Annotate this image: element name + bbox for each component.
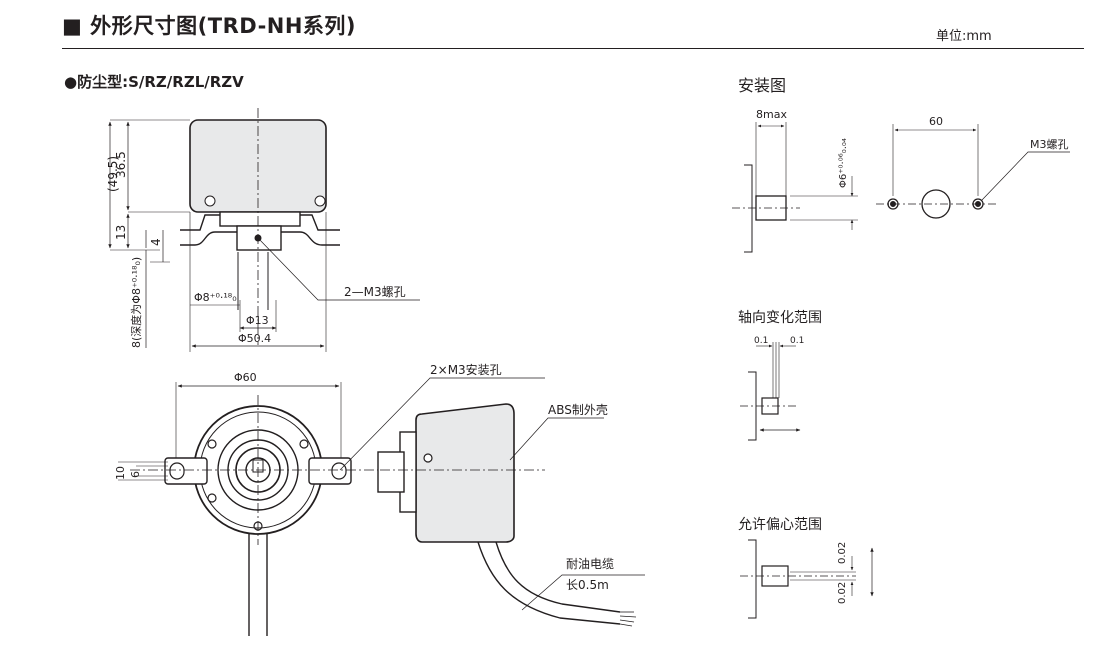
label-mount-holes: 2×M3安装孔 xyxy=(430,362,502,377)
unit-label: 单位:mm xyxy=(936,29,992,44)
dim-ecc-2: 0.02 xyxy=(837,582,848,604)
eccentric-view xyxy=(740,539,874,619)
dim-6: 6 xyxy=(129,471,142,478)
dim-depth: 8(深度为Φ8⁺⁰·¹⁸₀) xyxy=(129,257,143,348)
dim-bore: Φ8⁺⁰·¹⁸₀ xyxy=(194,291,237,304)
axial-view xyxy=(740,342,801,441)
dim-ecc-1: 0.02 xyxy=(837,542,848,564)
side-view xyxy=(108,108,420,352)
page-title: ■ 外形尺寸图(TRD-NH系列) xyxy=(62,14,357,38)
eccentric-heading: 允许偏心范围 xyxy=(738,517,822,533)
label-cable-length: 长0.5m xyxy=(566,578,609,592)
label-abs-shell: ABS制外壳 xyxy=(548,403,608,417)
dim-axial-1: 0.1 xyxy=(754,336,768,346)
dim-pitch60: 60 xyxy=(929,115,943,128)
dim-total-height: (49.5) xyxy=(106,156,120,192)
dim-phi6: Φ6⁺⁰·⁰⁶₀.₀₄ xyxy=(838,138,849,188)
dim-phi504: Φ50.4 xyxy=(238,332,271,345)
dim-phi13: Φ13 xyxy=(246,314,269,327)
dim-phi60: Φ60 xyxy=(234,371,257,384)
front-view xyxy=(118,377,545,636)
model-subtitle: ●防尘型:S/RZ/RZL/RZV xyxy=(64,73,244,91)
install-view xyxy=(732,122,1070,253)
dim-axial-2: 0.1 xyxy=(790,336,804,346)
dim-4: 4 xyxy=(149,238,163,246)
dim-body-height: 36.5 xyxy=(114,151,128,178)
axial-heading: 轴向变化范围 xyxy=(738,310,822,326)
install-heading: 安装图 xyxy=(738,76,787,95)
label-m3-hole: M3螺孔 xyxy=(1030,138,1069,151)
iso-view xyxy=(377,403,645,627)
dim-13: 13 xyxy=(114,225,128,240)
dim-8max: 8max xyxy=(756,108,787,121)
title-divider xyxy=(62,48,1084,49)
label-cable-type: 耐油电缆 xyxy=(566,557,614,571)
dim-10: 10 xyxy=(114,466,127,480)
label-2-m3-screw: 2—M3螺孔 xyxy=(344,285,406,299)
